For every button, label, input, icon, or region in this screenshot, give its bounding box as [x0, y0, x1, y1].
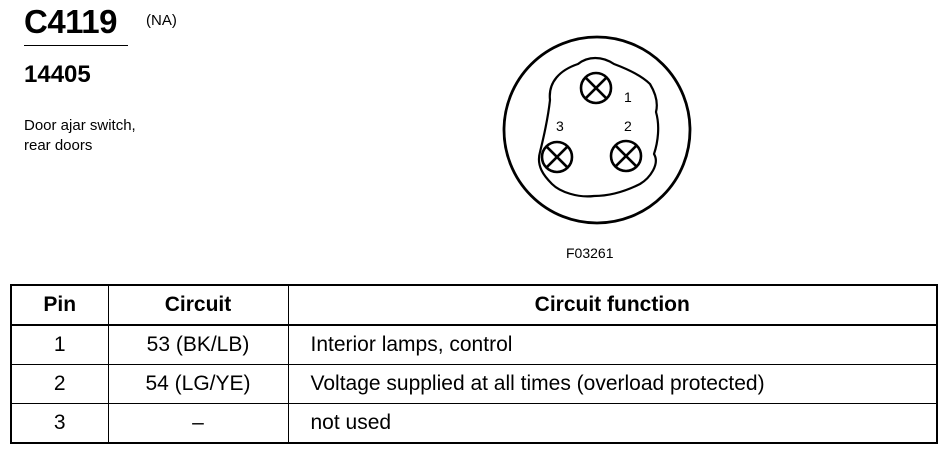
pin-3-label: 3	[556, 118, 564, 134]
row-pin: 2	[10, 364, 109, 404]
header-pin: Pin	[10, 284, 109, 326]
figure-code: F03261	[566, 245, 614, 261]
connector-id: C4119	[24, 3, 117, 40]
connector-id-underline	[24, 45, 128, 46]
pin-1-label: 1	[624, 89, 632, 105]
connector-description: Door ajar switch, rear doors	[24, 116, 136, 156]
pin-3-terminal	[540, 140, 574, 174]
connector-face-diagram: 1 2 3	[502, 35, 692, 225]
description-line-2: rear doors	[24, 137, 93, 154]
row-function: Voltage supplied at all times (overload …	[287, 364, 938, 404]
table-header-row: Pin Circuit Circuit function	[10, 284, 938, 326]
row-pin: 1	[10, 324, 109, 365]
pin-2-label: 2	[624, 118, 632, 134]
pin-function-table: Pin Circuit Circuit function 1 53 (BK/LB…	[10, 284, 938, 444]
region-label: (NA)	[146, 12, 177, 29]
row-pin: 3	[10, 403, 109, 444]
part-number: 14405	[24, 61, 91, 88]
header-circuit-function: Circuit function	[287, 284, 938, 326]
table-row: 2 54 (LG/YE) Voltage supplied at all tim…	[10, 364, 938, 404]
connector-inner-housing	[537, 56, 660, 198]
row-circuit: –	[107, 403, 289, 444]
connector-outer-ring	[502, 35, 692, 225]
row-circuit: 54 (LG/YE)	[107, 364, 289, 404]
row-function: Interior lamps, control	[287, 324, 938, 365]
table-row: 3 – not used	[10, 403, 938, 444]
pin-1-terminal	[579, 71, 613, 105]
row-circuit: 53 (BK/LB)	[107, 324, 289, 365]
description-line-1: Door ajar switch,	[24, 117, 136, 134]
row-function: not used	[287, 403, 938, 444]
table-row: 1 53 (BK/LB) Interior lamps, control	[10, 324, 938, 365]
pin-2-terminal	[609, 139, 643, 173]
header-circuit: Circuit	[107, 284, 289, 326]
